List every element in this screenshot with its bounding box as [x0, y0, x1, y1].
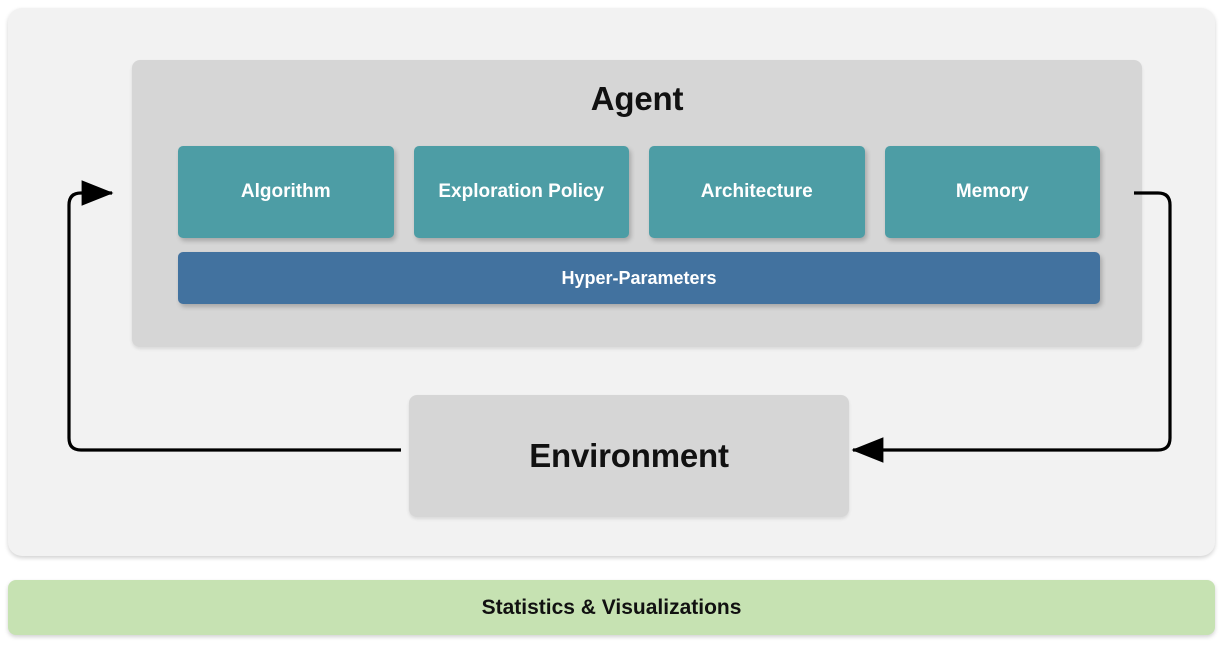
agent-component-row: Algorithm Exploration Policy Architectur… — [178, 146, 1100, 238]
statistics-visualizations-label: Statistics & Visualizations — [481, 595, 742, 619]
agent-component-exploration-policy[interactable]: Exploration Policy — [413, 146, 629, 238]
environment-container[interactable]: Environment — [409, 395, 849, 517]
agent-title: Agent — [590, 80, 684, 117]
agent-hyper-parameters-bar[interactable]: Hyper-Parameters — [178, 252, 1100, 304]
statistics-visualizations-bar[interactable]: Statistics & Visualizations — [8, 580, 1215, 635]
environment-title: Environment — [529, 437, 729, 474]
agent-component-algorithm[interactable]: Algorithm — [178, 146, 394, 238]
agent-environment-panel: Agent Algorithm Exploration Policy Archi… — [8, 8, 1215, 556]
agent-component-architecture[interactable]: Architecture — [649, 146, 865, 238]
agent-container[interactable]: Agent Algorithm Exploration Policy Archi… — [132, 60, 1142, 347]
agent-component-memory[interactable]: Memory — [884, 146, 1100, 238]
